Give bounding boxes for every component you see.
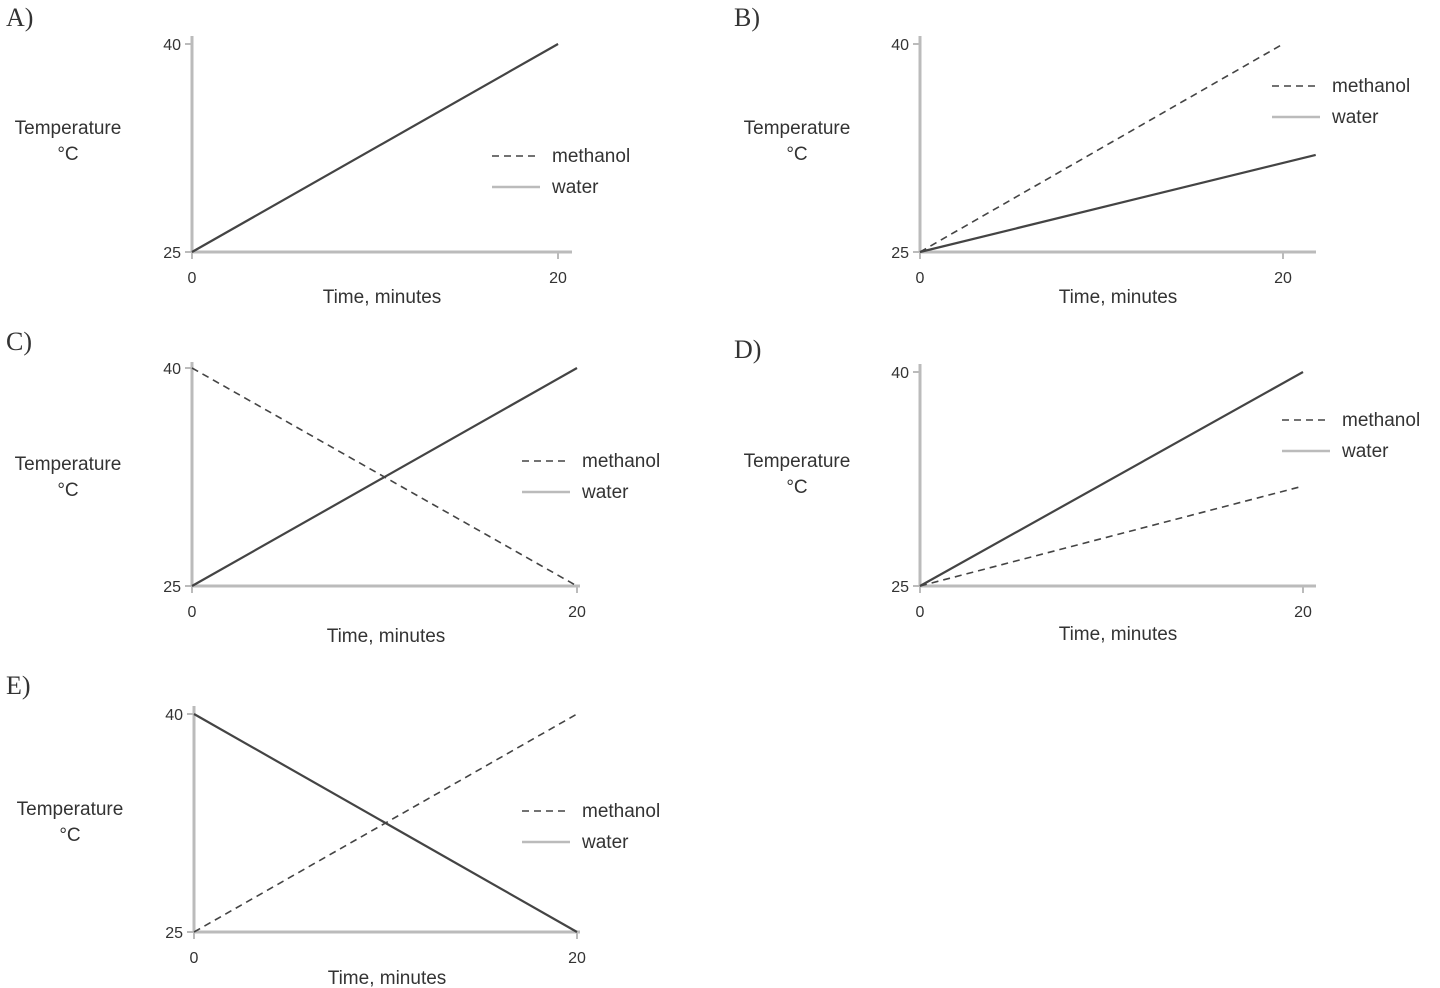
y-axis-label-line: Temperature xyxy=(744,118,851,139)
legend-label-methanol: methanol xyxy=(1332,76,1410,97)
y-axis-label-line: °C xyxy=(786,477,807,498)
x-axis-label: Time, minutes xyxy=(327,626,446,647)
panel-label: A) xyxy=(6,3,33,32)
legend-label-water: water xyxy=(581,482,629,503)
y-axis-label: Temperature °C xyxy=(15,454,122,501)
x-axis-label: Time, minutes xyxy=(1059,624,1178,645)
y-axis-label-line: Temperature xyxy=(17,799,124,820)
legend-label-water: water xyxy=(581,832,629,853)
y-axis-label: Temperature °C xyxy=(17,799,124,846)
x-tick-label: 20 xyxy=(1274,270,1292,287)
legend-label-methanol: methanol xyxy=(582,451,660,472)
series-line-methanol xyxy=(191,43,559,253)
legend-label-water: water xyxy=(1331,107,1379,128)
x-tick-label: 0 xyxy=(916,604,925,621)
panel-label: D) xyxy=(734,335,761,364)
y-axis-label: Temperature °C xyxy=(15,118,122,165)
y-axis-label-line: °C xyxy=(57,144,78,165)
legend-label-methanol: methanol xyxy=(582,801,660,822)
y-tick-label: 25 xyxy=(891,579,909,596)
y-axis-label-line: °C xyxy=(786,144,807,165)
series-line-methanol xyxy=(919,485,1304,587)
series-line-methanol xyxy=(919,43,1284,253)
y-axis-label-line: °C xyxy=(59,825,80,846)
y-tick-label: 25 xyxy=(163,245,181,262)
y-tick-label: 25 xyxy=(163,579,181,596)
panel-label: B) xyxy=(734,3,760,32)
x-axis-label: Time, minutes xyxy=(328,968,447,988)
series-line-water xyxy=(919,371,1304,587)
series-line-methanol xyxy=(193,713,578,933)
chart-panel-1: A) 25 40 0 20 Temperature °C Time, minutes metha… xyxy=(6,3,630,308)
y-axis-label-line: Temperature xyxy=(15,454,122,475)
x-axis-label: Time, minutes xyxy=(1059,287,1178,308)
legend-label-water: water xyxy=(1341,441,1389,462)
y-axis-label-line: Temperature xyxy=(15,118,122,139)
chart-panel-2: B) 25 40 0 20 Temperature °C Time, minutes metha… xyxy=(734,3,1410,308)
y-axis-label-line: Temperature xyxy=(744,451,851,472)
y-tick-label: 40 xyxy=(891,365,909,382)
x-axis-label: Time, minutes xyxy=(323,287,442,308)
x-tick-label: 20 xyxy=(568,950,586,967)
y-tick-label: 25 xyxy=(165,925,183,942)
x-tick-label: 20 xyxy=(549,270,567,287)
y-tick-label: 40 xyxy=(165,707,183,724)
legend-label-water: water xyxy=(551,177,599,198)
x-tick-label: 0 xyxy=(190,950,199,967)
series-line-methanol xyxy=(191,367,578,587)
chart-panel-5: E) 25 40 0 20 Temperature °C Time, minutes metha… xyxy=(6,671,660,988)
y-axis-label: Temperature °C xyxy=(744,118,851,165)
chart-panel-4: D) 25 40 0 20 Temperature °C Time, minutes metha… xyxy=(734,335,1420,645)
y-axis-label: Temperature °C xyxy=(744,451,851,498)
y-tick-label: 25 xyxy=(891,245,909,262)
x-tick-label: 0 xyxy=(188,270,197,287)
chart-panel-3: C) 25 40 0 20 Temperature °C Time, minutes metha… xyxy=(6,327,660,647)
legend-label-methanol: methanol xyxy=(1342,410,1420,431)
y-tick-label: 40 xyxy=(163,361,181,378)
legend-label-methanol: methanol xyxy=(552,146,630,167)
y-tick-label: 40 xyxy=(163,37,181,54)
x-tick-label: 0 xyxy=(188,604,197,621)
x-tick-label: 20 xyxy=(568,604,586,621)
panel-label: E) xyxy=(6,671,31,700)
panel-label: C) xyxy=(6,327,32,356)
x-tick-label: 20 xyxy=(1294,604,1312,621)
y-axis-label-line: °C xyxy=(57,480,78,501)
x-tick-label: 0 xyxy=(916,270,925,287)
y-tick-label: 40 xyxy=(891,37,909,54)
series-line-water xyxy=(919,153,1316,254)
